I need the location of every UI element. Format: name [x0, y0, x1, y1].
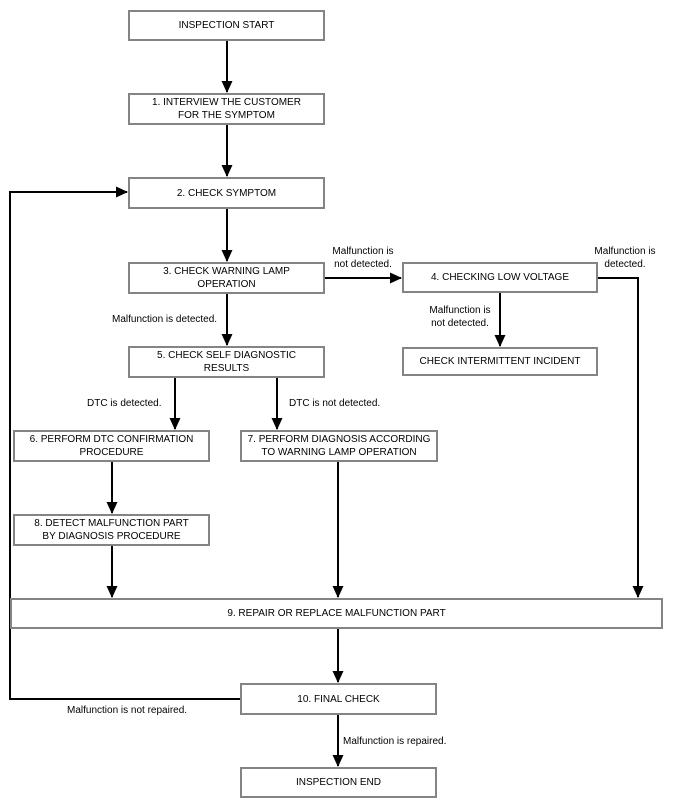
- node-label: 6. PERFORM DTC CONFIRMATION PROCEDURE: [29, 434, 194, 458]
- node-step5-self-diagnostic-results: 5. CHECK SELF DIAGNOSTIC RESULTS: [128, 346, 325, 378]
- edge-label-repaired: Malfunction is repaired.: [343, 736, 447, 747]
- node-label: INSPECTION START: [178, 20, 275, 31]
- node-label: 4. CHECKING LOW VOLTAGE: [431, 272, 569, 283]
- edge-label-not-repaired: Malfunction is not repaired.: [67, 705, 188, 716]
- edge-label-dtc-detected: DTC is detected.: [87, 398, 162, 409]
- node-label: 7. PERFORM DIAGNOSIS ACCORDING TO WARNIN…: [247, 434, 431, 458]
- node-step3-check-warning-lamp: 3. CHECK WARNING LAMP OPERATION: [128, 262, 325, 294]
- node-step7-diagnosis-warning-lamp: 7. PERFORM DIAGNOSIS ACCORDING TO WARNIN…: [240, 430, 438, 462]
- node-step4-checking-low-voltage: 4. CHECKING LOW VOLTAGE: [402, 262, 598, 293]
- node-label: 2. CHECK SYMPTOM: [176, 187, 277, 199]
- edge-label-voltage-not-detected: Malfunction is not detected.: [429, 305, 491, 329]
- node-label: 5. CHECK SELF DIAGNOSTIC RESULTS: [157, 350, 296, 374]
- node-label: 8. DETECT MALFUNCTION PART BY DIAGNOSIS …: [34, 518, 189, 542]
- node-step1-interview-customer: 1. INTERVIEW THE CUSTOMER FOR THE SYMPTO…: [128, 93, 325, 125]
- node-step10-final-check: 10. FINAL CHECK: [240, 683, 437, 715]
- node-inspection-end: INSPECTION END: [240, 767, 437, 798]
- connector-step10-loop-to-step2: [9, 186, 240, 700]
- connector-step4-to-step9: [597, 277, 644, 598]
- node-step6-dtc-confirmation: 6. PERFORM DTC CONFIRMATION PROCEDURE: [13, 430, 210, 462]
- edge-label-voltage-detected: Malfunction is detected.: [594, 246, 656, 270]
- node-label: 3. CHECK WARNING LAMP OPERATION: [163, 266, 290, 290]
- node-label: 1. INTERVIEW THE CUSTOMER FOR THE SYMPTO…: [152, 97, 301, 121]
- node-label: INSPECTION END: [295, 777, 381, 788]
- node-inspection-start: INSPECTION START: [128, 10, 325, 41]
- edge-label-lamp-detected: Malfunction is detected.: [112, 314, 218, 325]
- edge-label-lamp-not-detected: Malfunction is not detected.: [332, 246, 394, 270]
- node-step8-detect-malfunction-part: 8. DETECT MALFUNCTION PART BY DIAGNOSIS …: [13, 514, 210, 546]
- node-label: CHECK INTERMITTENT INCIDENT: [419, 356, 581, 367]
- node-step9-repair-replace: 9. REPAIR OR REPLACE MALFUNCTION PART: [10, 598, 663, 629]
- edge-label-dtc-not-detected: DTC is not detected.: [289, 398, 381, 409]
- node-label: 9. REPAIR OR REPLACE MALFUNCTION PART: [227, 608, 446, 619]
- node-label: 10. FINAL CHECK: [297, 693, 380, 705]
- node-step2-check-symptom: 2. CHECK SYMPTOM: [128, 177, 325, 209]
- node-check-intermittent-incident: CHECK INTERMITTENT INCIDENT: [402, 347, 598, 376]
